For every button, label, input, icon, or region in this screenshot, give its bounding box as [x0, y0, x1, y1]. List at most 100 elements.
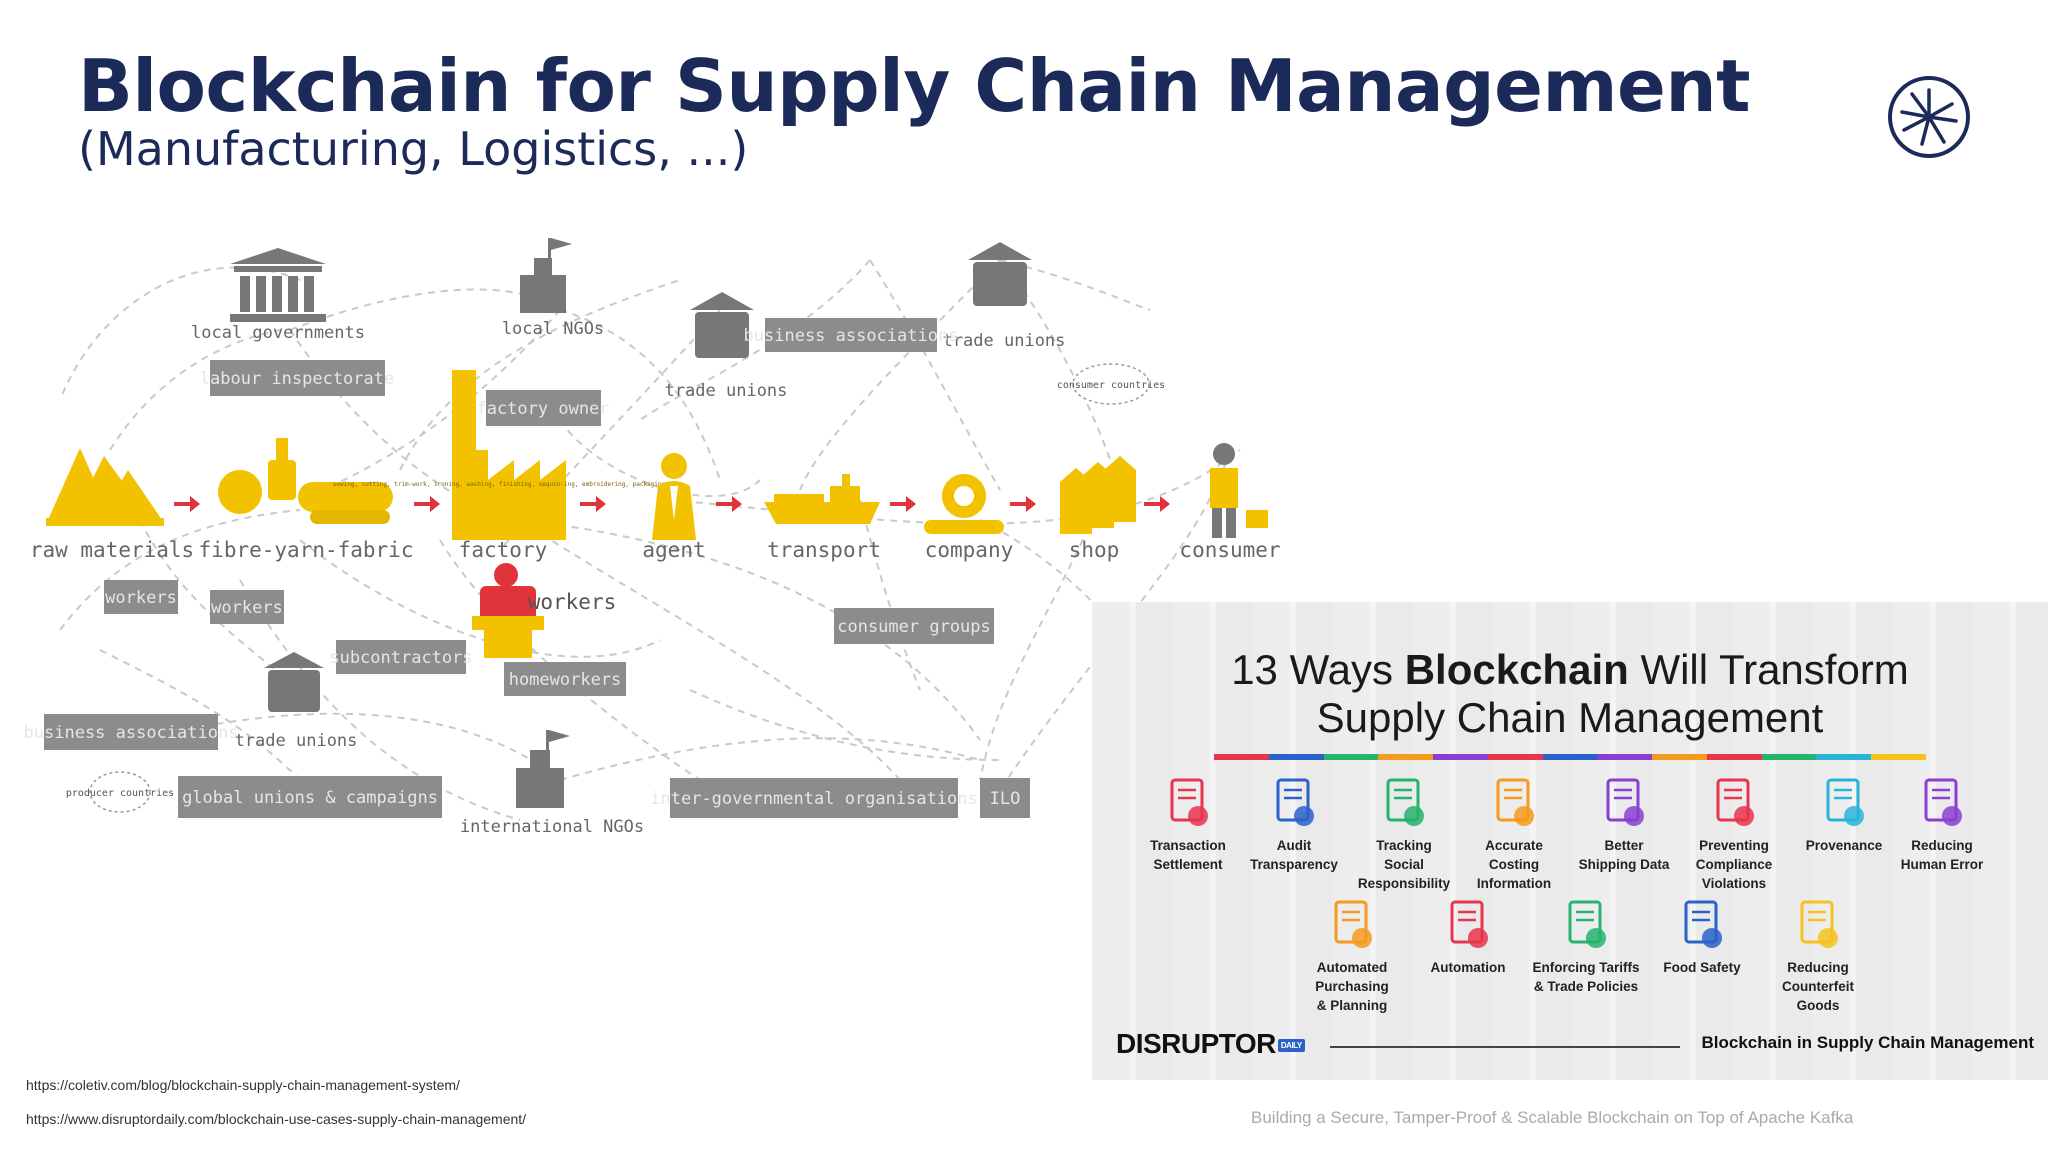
shipping-truck-icon: [1606, 778, 1644, 826]
audit-document-icon: [1276, 778, 1314, 826]
svg-text:global unions & campaigns: global unions & campaigns: [182, 788, 438, 808]
business-associations-top-box: business associations: [744, 318, 959, 352]
chain-label-raw-materials: raw materials: [30, 538, 194, 562]
fibre-yarn-fabric-icon: [218, 438, 393, 524]
arrow-icon: [890, 496, 916, 512]
color-bar: [1214, 754, 1926, 760]
infographic-item-label: Transaction: [1150, 838, 1226, 853]
infographic-item-label: Responsibility: [1357, 876, 1451, 891]
arrow-icon: [580, 496, 606, 512]
factory-note: sewing, cutting, trim-work, ironing, was…: [333, 481, 684, 488]
svg-text:homeworkers: homeworkers: [509, 670, 622, 690]
infographic-item-label: Counterfeit: [1782, 979, 1854, 994]
homeworkers-box: homeworkers: [504, 662, 626, 696]
transport-ship-icon: [764, 474, 880, 524]
infographic-item: Enforcing Tariffs& Trade Policies: [1526, 894, 1646, 996]
svg-text:workers: workers: [105, 588, 177, 608]
shop-clothes-icon: [1060, 456, 1136, 534]
svg-text:workers: workers: [211, 598, 283, 618]
source-link-2[interactable]: https://www.disruptordaily.com/blockchai…: [26, 1111, 527, 1127]
agent-icon: [652, 453, 696, 540]
infographic-caption: Blockchain in Supply Chain Management: [1701, 1033, 2035, 1052]
infographic-item-label: Information: [1476, 876, 1552, 891]
trade-union-fist-icon: [264, 652, 324, 712]
infographic-title: 13 Ways Blockchain Will Transform Supply…: [1231, 646, 1909, 741]
infographic-item-label: Preventing: [1699, 838, 1769, 853]
infographic-item-label: Violations: [1701, 876, 1767, 891]
consumer-countries-label: consumer countries: [1057, 380, 1165, 391]
counterfeit-box-icon: [1800, 900, 1838, 948]
color-bar-segment: [1487, 754, 1543, 760]
arrow-icon: [1144, 496, 1170, 512]
color-bar-segment: [1268, 754, 1324, 760]
company-icon: [924, 474, 1004, 534]
arrow-icon: [414, 496, 440, 512]
svg-text:business associations: business associations: [744, 326, 959, 346]
local-governments-label: local governments: [191, 323, 365, 343]
page-subtitle: (Manufacturing, Logistics, ...): [78, 122, 749, 176]
infographic-item-label: & Trade Policies: [1533, 979, 1639, 994]
infographic-item-label: Reducing: [1787, 960, 1849, 975]
infographic-item-label: Purchasing: [1315, 979, 1389, 994]
trade-union-fist-icon: [968, 242, 1032, 306]
arrow-icon: [174, 496, 200, 512]
infographic-item-label: Human Error: [1900, 857, 1984, 872]
international-ngo-building-icon: [516, 730, 570, 808]
color-bar-segment: [1378, 754, 1434, 760]
svg-text:business associations: business associations: [24, 723, 239, 743]
chain-label-consumer: consumer: [1179, 538, 1280, 562]
robot-arm-icon: [1450, 900, 1488, 948]
chain-label-agent: agent: [642, 538, 705, 562]
local-ngos-label: local NGOs: [502, 319, 604, 339]
page-title: Blockchain for Supply Chain Management: [78, 44, 1751, 128]
source-link-1[interactable]: https://coletiv.com/blog/blockchain-supp…: [26, 1077, 460, 1093]
infographic-item-label: Goods: [1796, 998, 1840, 1013]
provenance-network-icon: [1826, 778, 1864, 826]
color-bar-segment: [1433, 754, 1488, 760]
svg-text:consumer groups: consumer groups: [837, 617, 991, 637]
infographic-item-label: Tracking: [1376, 838, 1432, 853]
svg-text:inter-governmental organisatio: inter-governmental organisations: [650, 789, 978, 809]
tariff-document-icon: [1568, 900, 1606, 948]
trade-unions-low-label: trade unions: [235, 731, 358, 751]
color-bar-segment: [1652, 754, 1707, 760]
infographic-item: Food Safety: [1642, 894, 1762, 977]
infographic-item-label: Settlement: [1153, 857, 1223, 872]
infographic-panel: 13 Ways Blockchain Will Transform Supply…: [1092, 602, 2048, 1080]
factory-owner-box: factory owner: [476, 390, 610, 426]
raw-materials-icon: [46, 448, 164, 526]
global-unions-box: global unions & campaigns: [178, 776, 442, 818]
ngo-building-icon: [520, 238, 572, 313]
consumer-groups-box: consumer groups: [834, 608, 994, 644]
food-safety-icon: [1684, 900, 1722, 948]
chain-label-shop: shop: [1069, 538, 1120, 562]
arrow-icon: [1010, 496, 1036, 512]
svg-text:factory owner: factory owner: [476, 399, 609, 419]
infographic-item-label: Reducing: [1911, 838, 1973, 853]
government-building-icon: [230, 248, 326, 322]
infographic-item: Automation: [1408, 894, 1528, 977]
trade-unions-mid-label: trade unions: [665, 381, 788, 401]
color-bar-segment: [1761, 754, 1817, 760]
inter-governmental-box: inter-governmental organisations: [650, 778, 978, 818]
infographic-item-label: Audit: [1276, 838, 1312, 853]
infographic-item-label: Shipping Data: [1578, 857, 1670, 872]
infographic-item-label: Better: [1604, 838, 1644, 853]
chain-label-company: company: [925, 538, 1014, 562]
business-associations-low-box: business associations: [24, 714, 239, 750]
chain-label-fibre-yarn-fabric: fibre-yarn-fabric: [199, 538, 414, 562]
ilo-box: ILO: [980, 778, 1030, 818]
infographic-item-label: Provenance: [1805, 838, 1883, 853]
svg-text:labour inspectorate: labour inspectorate: [200, 369, 394, 389]
infographic-item-label: Compliance: [1695, 857, 1773, 872]
svg-text:ILO: ILO: [990, 789, 1021, 809]
international-ngos-label: international NGOs: [460, 817, 644, 837]
divider: [1330, 1046, 1680, 1048]
